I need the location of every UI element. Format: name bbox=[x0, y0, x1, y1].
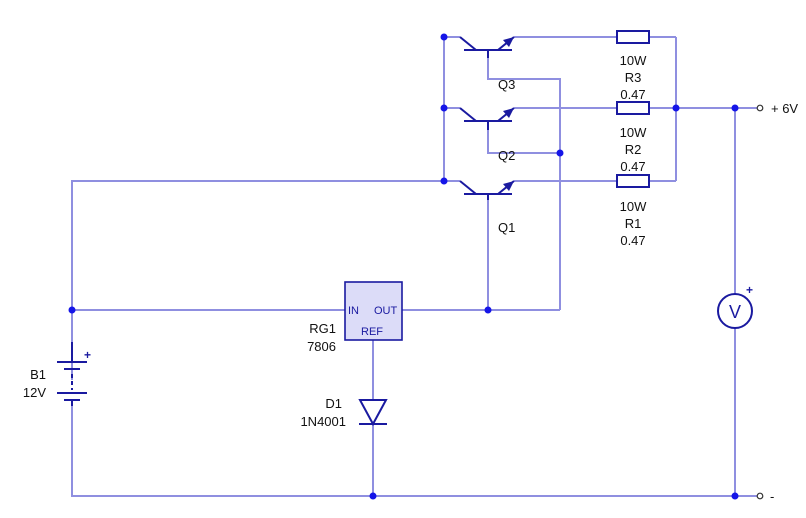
r3-ref-label: R3 bbox=[625, 70, 642, 85]
rg1-part-label: 7806 bbox=[307, 339, 336, 354]
battery-b1[interactable] bbox=[57, 342, 87, 406]
q3-emitter-arrow-icon bbox=[503, 37, 514, 47]
q2-emitter-arrow-icon bbox=[503, 108, 514, 118]
regulator-rg1[interactable] bbox=[344, 281, 403, 341]
junction-dot bbox=[731, 104, 739, 112]
r2-value-label: 0.47 bbox=[620, 159, 645, 174]
output-terminal-positive[interactable] bbox=[756, 104, 764, 112]
q1-label: Q1 bbox=[498, 220, 515, 235]
r1-value-label: 0.47 bbox=[620, 233, 645, 248]
wire-ground-bus bbox=[71, 405, 735, 497]
junctions bbox=[68, 33, 739, 500]
r3-power-label: 10W bbox=[620, 53, 647, 68]
r2-power-label: 10W bbox=[620, 125, 647, 140]
junction-dot bbox=[440, 33, 448, 41]
rg1-ref-label: RG1 bbox=[309, 321, 336, 336]
transistor-q2[interactable] bbox=[459, 107, 515, 130]
junction-dot bbox=[440, 104, 448, 112]
q1-emitter-arrow-icon bbox=[503, 181, 514, 191]
junction-dot bbox=[672, 104, 680, 112]
transistor-q3[interactable] bbox=[459, 36, 515, 58]
b1-plus-mark: + bbox=[84, 348, 91, 362]
diode-d1[interactable] bbox=[358, 399, 388, 427]
q3-label: Q3 bbox=[498, 77, 515, 92]
negative-terminal-label: - bbox=[770, 489, 774, 504]
regulator-pin-in-label: IN bbox=[348, 305, 359, 317]
voltmeter-symbol: V bbox=[729, 302, 741, 322]
transistor-q1[interactable] bbox=[459, 180, 515, 200]
q2-label: Q2 bbox=[498, 148, 515, 163]
junction-dot bbox=[440, 177, 448, 185]
output-terminal-negative[interactable] bbox=[756, 492, 764, 500]
regulator-pin-out-label: OUT bbox=[374, 305, 398, 317]
b1-ref-label: B1 bbox=[30, 367, 46, 382]
resistor-r2[interactable] bbox=[616, 101, 650, 115]
r1-ref-label: R1 bbox=[625, 216, 642, 231]
r2-ref-label: R2 bbox=[625, 142, 642, 157]
junction-dot bbox=[484, 306, 492, 314]
positive-terminal-label: + 6V bbox=[771, 101, 798, 116]
junction-dot bbox=[369, 492, 377, 500]
b1-value-label: 12V bbox=[23, 385, 46, 400]
r3-value-label: 0.47 bbox=[620, 87, 645, 102]
wire-battery-to-q1-collector bbox=[71, 180, 444, 380]
junction-dot bbox=[556, 149, 564, 157]
r1-power-label: 10W bbox=[620, 199, 647, 214]
d1-part-label: 1N4001 bbox=[300, 414, 346, 429]
voltmeter[interactable] bbox=[717, 293, 753, 329]
resistor-r3[interactable] bbox=[616, 30, 650, 44]
wires bbox=[71, 36, 757, 497]
wire-q3-base bbox=[487, 58, 561, 310]
junction-dot bbox=[68, 306, 76, 314]
resistor-r1[interactable] bbox=[616, 174, 650, 188]
regulator-pin-ref-label: REF bbox=[361, 326, 383, 338]
junction-dot bbox=[731, 492, 739, 500]
d1-ref-label: D1 bbox=[325, 396, 342, 411]
wire-q2-base bbox=[487, 130, 560, 154]
voltmeter-plus-mark: + bbox=[746, 283, 753, 297]
